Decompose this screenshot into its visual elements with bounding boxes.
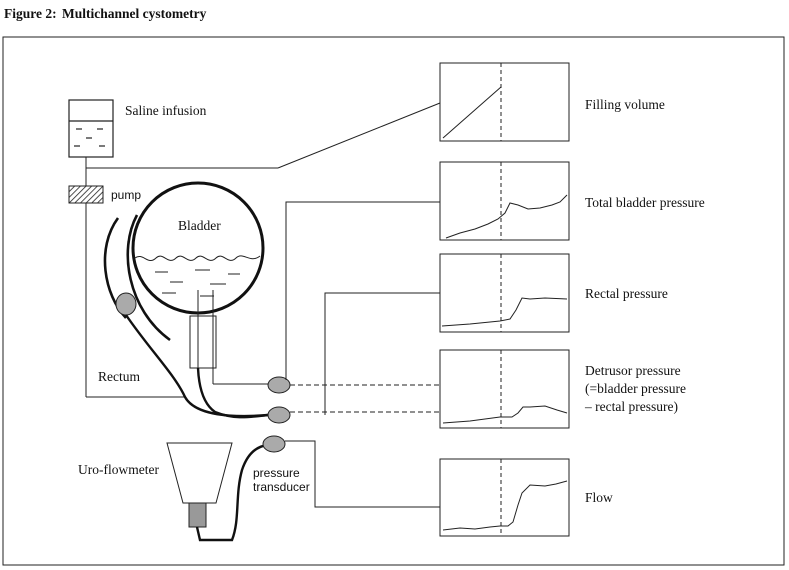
channel-label-filling-volume: Filling volume: [585, 97, 665, 112]
rectum-label: Rectum: [98, 369, 140, 384]
pump-label: pump: [111, 188, 141, 202]
saline-bag: [68, 99, 114, 158]
channel-label-flow: Flow: [585, 490, 613, 505]
channel-label-detrusor-pressure-2: (=bladder pressure: [585, 381, 686, 396]
uroflowmeter: [166, 442, 233, 528]
pressure-transducer-label-1: pressure: [253, 466, 300, 480]
chart-detrusor-pressure: [439, 349, 570, 429]
bladder-pressure-transducer: [267, 376, 291, 394]
total-bladder-pressure-trace: [445, 194, 568, 239]
saline-infusion-label: Saline infusion: [125, 103, 207, 118]
figure-number: Figure 2:: [4, 6, 57, 21]
chart-total-bladder-pressure: [439, 161, 570, 241]
rectal-balloon: [115, 292, 137, 316]
figure-title: Multichannel cystometry: [62, 6, 207, 21]
channel-label-total-bladder-pressure: Total bladder pressure: [585, 195, 705, 210]
rectal-pressure-transducer: [267, 406, 291, 424]
chart-rectal-pressure: [439, 253, 570, 333]
chart-flow: [439, 458, 570, 537]
figure-frame: [2, 36, 785, 566]
channel-label-detrusor-pressure-1: Detrusor pressure: [585, 363, 681, 378]
flowmeter-cable: [195, 443, 269, 542]
channel-label-rectal-pressure: Rectal pressure: [585, 286, 668, 301]
filling-volume-trace: [442, 86, 502, 139]
pressure-transducer-label-2: transducer: [253, 480, 310, 494]
uroflowmeter-label: Uro-flowmeter: [78, 462, 159, 477]
detrusor-pressure-trace: [442, 405, 568, 424]
flow-signal-line: [285, 440, 440, 508]
channel-labels: Filling volume Total bladder pressure Re…: [584, 97, 705, 505]
bladder-label: Bladder: [178, 218, 221, 233]
rectal-pressure-trace: [441, 297, 568, 327]
channel-label-detrusor-pressure-3: – rectal pressure): [584, 399, 678, 414]
pump-icon: [68, 185, 104, 204]
bladder-catheter-lower: [196, 367, 269, 419]
signal-lines: [285, 201, 440, 415]
infusion-line: [85, 102, 441, 398]
chart-filling-volume: [439, 62, 570, 142]
figure-caption: Figure 2: Multichannel cystometry: [4, 6, 206, 22]
flow-transducer: [262, 435, 286, 453]
bladder-catheter: [189, 290, 268, 385]
flow-trace: [442, 480, 568, 531]
